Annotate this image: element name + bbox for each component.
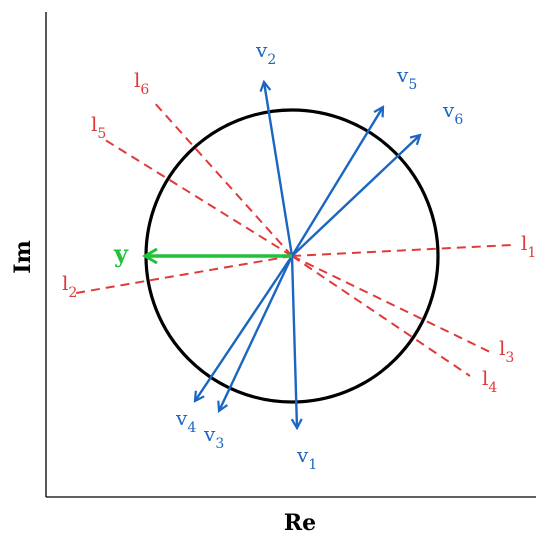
line-label-3: l3	[499, 336, 514, 366]
line-label-2: l2	[62, 271, 77, 301]
vector-label-3: v3	[203, 422, 224, 452]
line-label-6: l6	[134, 68, 149, 98]
vector-5	[290, 107, 383, 257]
dashed-line-4	[291, 255, 471, 377]
vector-2	[264, 82, 294, 257]
vector-6	[291, 135, 420, 257]
x-axis-title: Re	[284, 510, 316, 536]
line-label-1: l1	[521, 231, 536, 261]
dashed-line-5	[101, 137, 293, 257]
vector-3	[219, 255, 294, 411]
line-label-4: l4	[482, 366, 497, 396]
dashed-line-6	[151, 99, 293, 257]
dashed-line-1	[291, 244, 513, 257]
vector-label-5: v5	[396, 63, 417, 93]
line-label-5: l5	[91, 112, 106, 142]
vector-label-6: v6	[442, 98, 463, 128]
vector-label-1: v1	[296, 443, 317, 473]
dashed-line-2	[75, 255, 293, 294]
vector-1	[292, 255, 297, 428]
vector-label-2: v2	[255, 38, 276, 68]
dashed-line-3	[291, 255, 491, 353]
vector-4	[195, 255, 293, 401]
target-vector-label: y	[113, 239, 129, 268]
vector-label-4: v4	[175, 406, 196, 436]
y-axis-title: Im	[10, 240, 36, 274]
